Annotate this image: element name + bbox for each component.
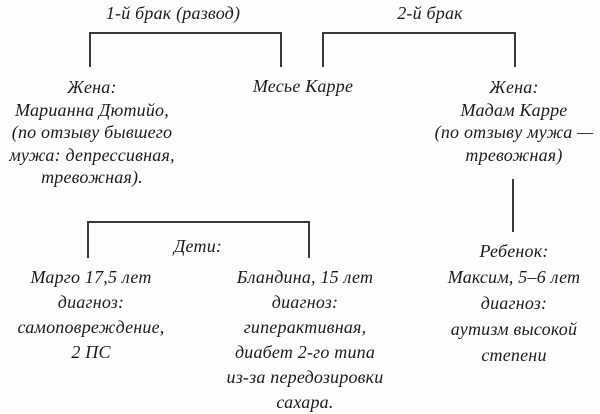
wife1-line: мужа: депрессивная, — [9, 144, 175, 165]
child1-line: самоповреждение, — [17, 317, 165, 337]
child3-block: Ребенок: Максим, 5–6 лет диагноз: аутизм… — [424, 238, 600, 368]
child2-line: диагноз: — [271, 292, 339, 312]
child3-line: Ребенок: — [479, 241, 549, 261]
wife2-line: тревожная) — [465, 144, 563, 165]
child3-line: Максим, 5–6 лет — [447, 267, 581, 287]
children-label: Дети: — [173, 236, 223, 256]
child1-line: 2 ПС — [71, 342, 111, 362]
child2-line: Бландина, 15 лет — [236, 267, 374, 287]
child3-line: диагноз: — [480, 293, 548, 313]
marriage1-label: 1-й брак (развод) — [105, 3, 241, 23]
child2-line: диабет 2-го типа — [234, 342, 376, 362]
wife2-line: (по отзыву мужа — — [434, 122, 594, 142]
child1-line: Марго 17,5 лет — [30, 267, 152, 287]
wife1-line: (по отзыву бывшего — [11, 122, 173, 142]
wife2-line: Жена: — [489, 77, 539, 97]
marriage2-label: 2-й брак — [397, 3, 463, 23]
child1-line: диагноз: — [57, 292, 125, 312]
marriage2-bracket-line — [322, 32, 516, 67]
child3-line: степени — [481, 345, 547, 365]
maxim-connector-line — [512, 179, 514, 232]
child2-block: Бландина, 15 лет диагноз: гиперактивная,… — [203, 265, 407, 414]
child2-line: сахара. — [276, 392, 334, 412]
child1-block: Марго 17,5 лет диагноз: самоповреждение,… — [0, 265, 182, 365]
wife1-line: Жена: — [67, 77, 117, 97]
wife2-block: Жена: Мадам Карре (по отзыву мужа — трев… — [425, 76, 600, 166]
child2-line: гиперактивная, — [243, 317, 367, 337]
wife2-line: Мадам Карре — [460, 99, 568, 120]
wife1-line: Марианна Дютийо, — [15, 99, 169, 120]
children-bracket-line — [87, 221, 310, 258]
wife1-line: тревожная). — [41, 167, 143, 187]
child2-line: из-за передозировки — [226, 367, 384, 387]
husband-name: Месье Карре — [252, 76, 354, 96]
child3-line: аутизм высокой — [450, 319, 578, 339]
marriage1-bracket-line — [89, 32, 282, 67]
wife1-block: Жена: Марианна Дютийо, (по отзыву бывшег… — [2, 76, 182, 189]
